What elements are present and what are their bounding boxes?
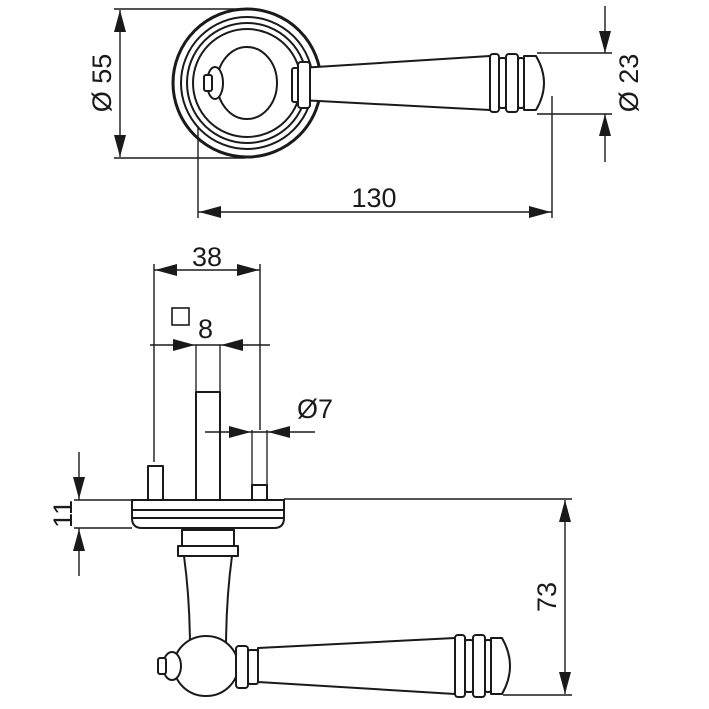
top-view: Ø 55 Ø 23 130 bbox=[87, 6, 644, 218]
square-symbol-icon bbox=[171, 307, 190, 326]
screw-spacing-label: 38 bbox=[192, 242, 222, 272]
pin-diameter-label: Ø7 bbox=[297, 394, 333, 424]
spindle bbox=[195, 391, 221, 501]
rose-diameter-label: Ø 55 bbox=[87, 54, 117, 113]
lever-side-view bbox=[157, 529, 511, 698]
right-pin bbox=[251, 484, 268, 501]
side-view: 38 8 Ø7 11 bbox=[48, 242, 572, 698]
lever-top-view bbox=[203, 46, 545, 120]
lever-tip-diameter-label: Ø 23 bbox=[614, 54, 644, 113]
left-pin bbox=[147, 465, 164, 501]
dimension-lever-length: 130 bbox=[197, 96, 553, 218]
rose-height-label: 11 bbox=[48, 500, 78, 528]
spindle-square-label: 8 bbox=[198, 314, 213, 344]
dimension-rose-height: 11 bbox=[48, 452, 132, 576]
lever-length-label: 130 bbox=[351, 183, 396, 213]
rose-side-view bbox=[131, 499, 285, 529]
dimension-screw-spacing: 38 bbox=[153, 242, 261, 462]
dimension-rose-diameter: Ø 55 bbox=[87, 8, 245, 159]
lever-height-label: 73 bbox=[532, 582, 562, 612]
dimension-spindle-square: 8 bbox=[150, 307, 270, 351]
dimension-lever-tip-diameter: Ø 23 bbox=[537, 6, 644, 162]
dimension-lever-height: 73 bbox=[284, 498, 572, 696]
dimension-pin-diameter: Ø7 bbox=[205, 394, 333, 438]
